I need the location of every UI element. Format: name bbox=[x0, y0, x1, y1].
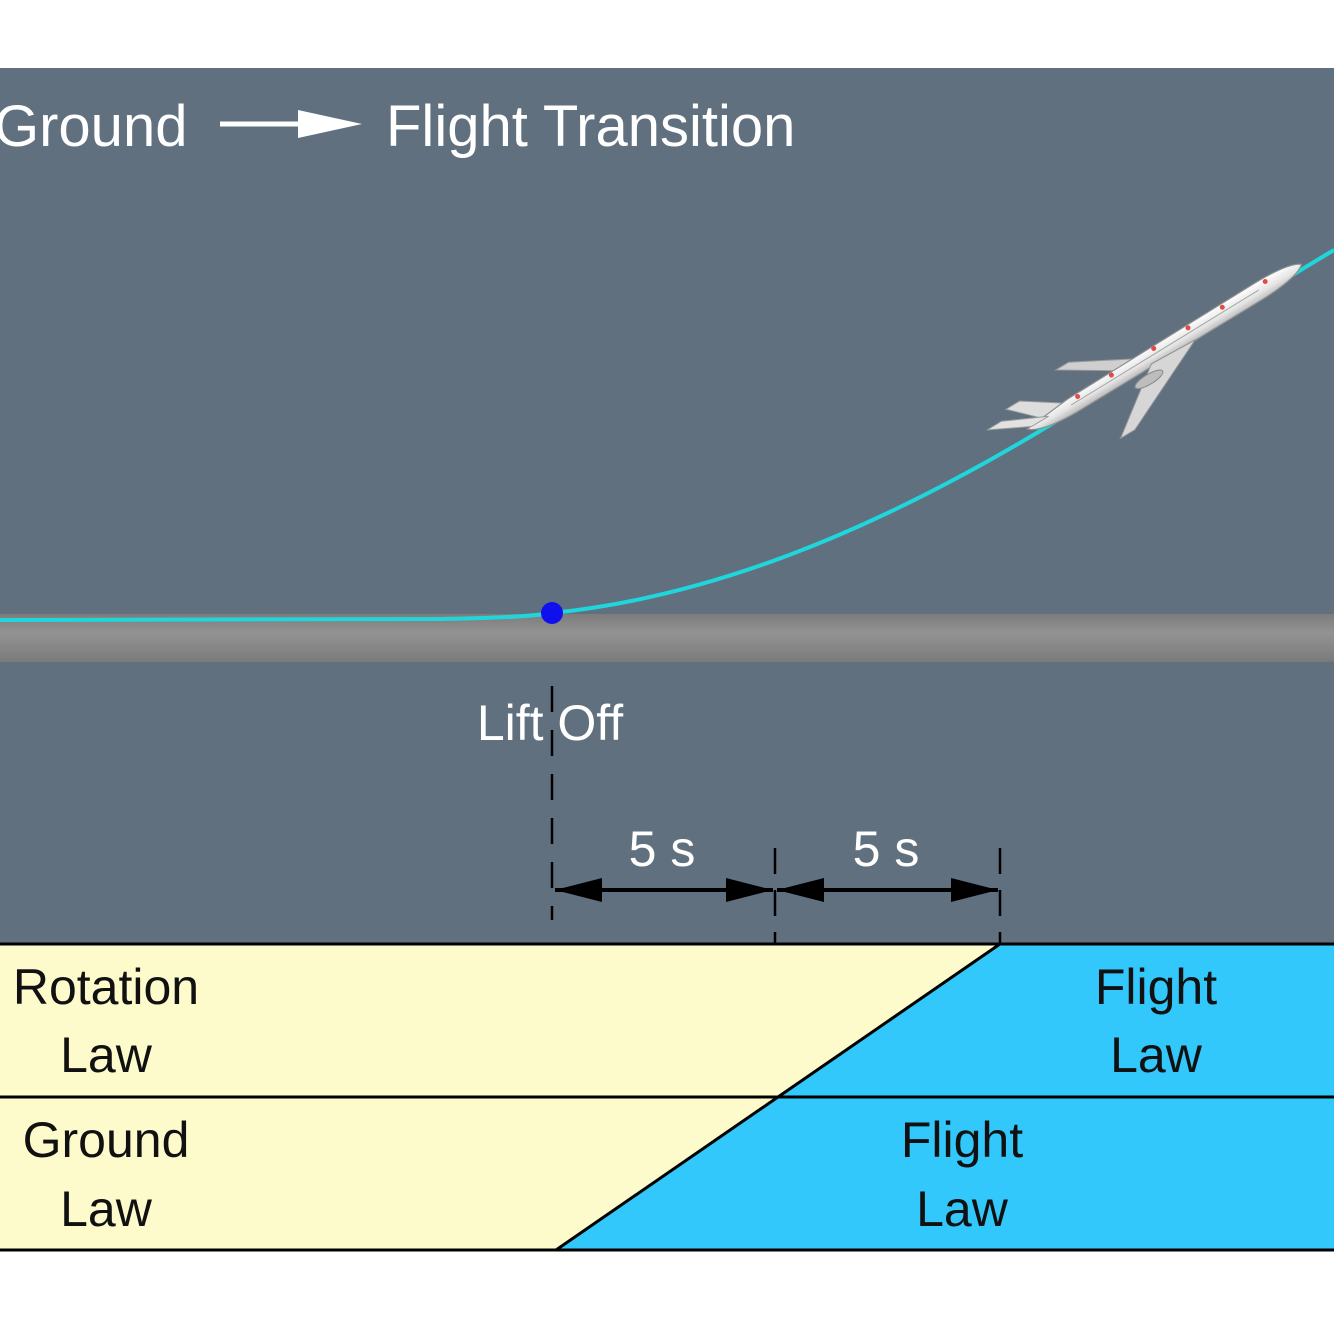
title-from: Ground bbox=[0, 94, 187, 159]
lift-off-label: Lift Off bbox=[477, 695, 623, 751]
law-table: Rotation Law Flight Law Ground Law Fligh… bbox=[0, 942, 1334, 1252]
rotation-law-label-line1: Rotation bbox=[13, 959, 199, 1015]
ground-law-label-line2: Law bbox=[60, 1181, 153, 1237]
flight-law-row2-label-line1: Flight bbox=[901, 1112, 1023, 1168]
right-arrow-icon bbox=[220, 110, 362, 138]
airplane-icon bbox=[986, 263, 1303, 440]
flight-law-cell-row2 bbox=[556, 1097, 1334, 1250]
ground-law-cell bbox=[0, 1097, 778, 1250]
interval-arrow-1 bbox=[555, 878, 773, 902]
sky-background bbox=[0, 68, 1334, 944]
interval-label-1: 5 s bbox=[629, 821, 696, 877]
rotation-law-label-line2: Law bbox=[60, 1027, 153, 1083]
flight-law-row1-label-line2: Law bbox=[1110, 1027, 1203, 1083]
flight-law-row1-label-line1: Flight bbox=[1095, 959, 1217, 1015]
interval-label-2: 5 s bbox=[853, 821, 920, 877]
lift-off-point bbox=[541, 602, 563, 624]
rotation-law-cell bbox=[0, 944, 1000, 1097]
flight-law-cell-row1 bbox=[778, 944, 1334, 1097]
runway bbox=[0, 614, 1334, 662]
ground-law-label-line1: Ground bbox=[23, 1112, 190, 1168]
interval-arrow-2 bbox=[777, 878, 998, 902]
title-to: Flight Transition bbox=[386, 94, 795, 159]
flight-law-row2-label-line2: Law bbox=[916, 1181, 1009, 1237]
